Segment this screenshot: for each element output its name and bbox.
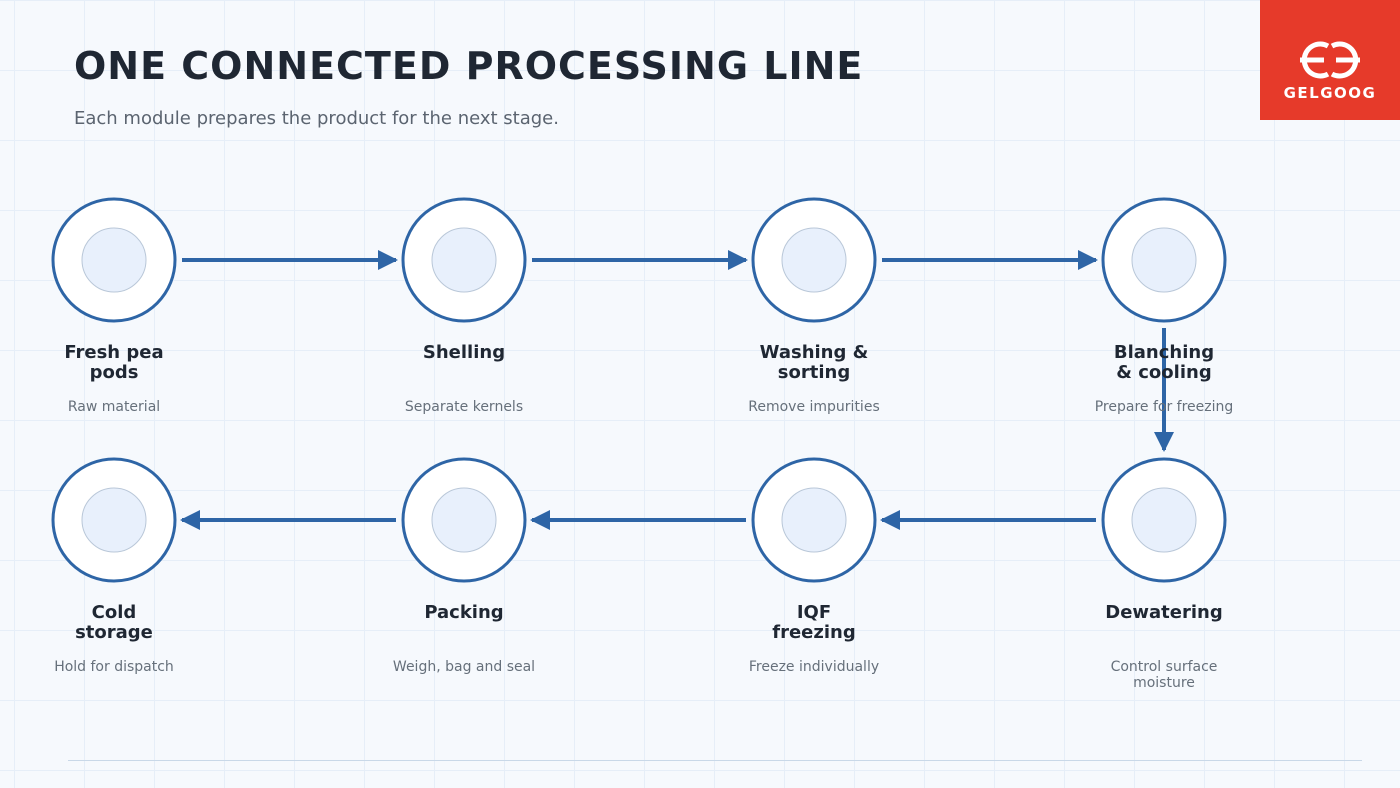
step-node [401, 197, 527, 323]
brand-logo[interactable]: GELGOOG [1260, 0, 1400, 120]
step-node-center [781, 227, 847, 293]
step-description: Separate kernels [404, 399, 524, 415]
page-subtitle: Each module prepares the product for the… [74, 108, 559, 129]
step-description: Control surface moisture [1110, 659, 1218, 691]
footer-divider [68, 760, 1362, 761]
step-description: Remove impurities [748, 399, 880, 415]
step-node [51, 197, 177, 323]
step-node [751, 457, 877, 583]
step-name: IQF freezing [772, 602, 856, 643]
step-node-center [81, 227, 147, 293]
page-title: ONE CONNECTED PROCESSING LINE [74, 44, 864, 88]
step-node-center [1131, 487, 1197, 553]
gelgoog-logo-icon [1300, 41, 1360, 79]
step-description: Raw material [67, 399, 161, 415]
step-name: Blanching & cooling [1113, 342, 1215, 383]
step-description: Prepare for freezing [1094, 399, 1234, 415]
step-node-center [781, 487, 847, 553]
step-node [51, 457, 177, 583]
step-description: Hold for dispatch [54, 659, 174, 675]
brand-logo-text: GELGOOG [1283, 84, 1377, 102]
step-description: Weigh, bag and seal [392, 659, 536, 675]
step-name: Packing [424, 602, 504, 623]
step-node-center [431, 227, 497, 293]
step-node [1101, 197, 1227, 323]
step-node-center [431, 487, 497, 553]
step-name: Dewatering [1105, 602, 1223, 623]
step-node [1101, 457, 1227, 583]
step-node-center [81, 487, 147, 553]
step-node [401, 457, 527, 583]
step-name: Washing & sorting [759, 342, 869, 383]
step-name: Cold storage [75, 602, 153, 643]
step-name: Fresh pea pods [64, 342, 164, 383]
step-description: Freeze individually [748, 659, 880, 675]
step-name: Shelling [422, 342, 506, 363]
step-node-center [1131, 227, 1197, 293]
step-node [751, 197, 877, 323]
